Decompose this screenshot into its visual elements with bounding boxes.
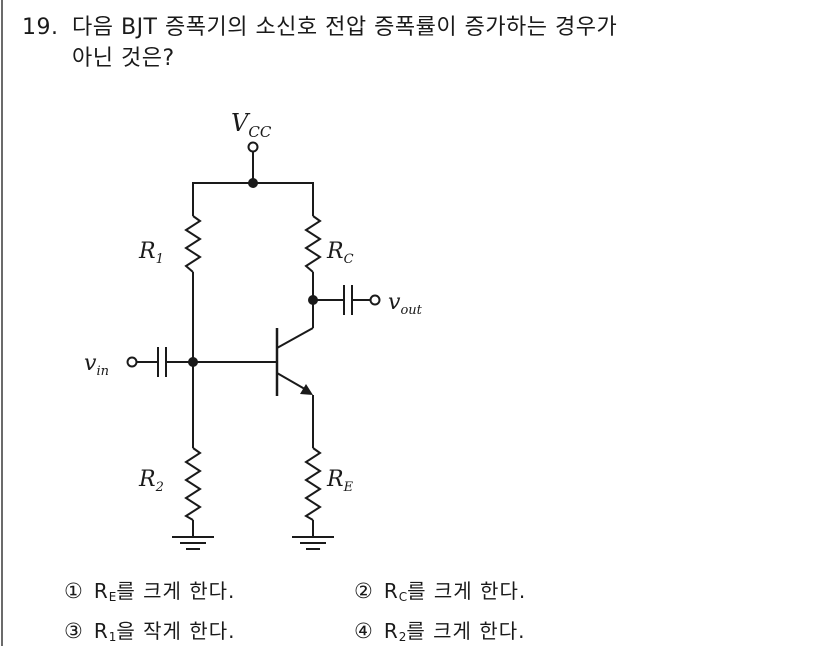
- rc-resistor: [304, 215, 322, 273]
- ground-symbol-right: [292, 536, 334, 550]
- option-1-mark: ①: [64, 579, 84, 603]
- re-resistor: [304, 447, 322, 521]
- option-4-mark: ④: [354, 619, 374, 643]
- ground-symbol-left: [172, 536, 214, 550]
- vout-terminal: [369, 294, 381, 306]
- question-line-1: 19. 다음 BJT 증폭기의 소신호 전압 증폭률이 증가하는 경우가: [22, 12, 617, 43]
- page-left-border: [1, 0, 3, 646]
- option-3-mark: ③: [64, 619, 84, 643]
- option-2-mark: ②: [354, 579, 374, 603]
- question-block: 19. 다음 BJT 증폭기의 소신호 전압 증폭률이 증가하는 경우가 아닌 것…: [22, 12, 617, 74]
- re-label: RE: [326, 467, 354, 495]
- question-text-line2: 아닌 것은?: [72, 46, 175, 71]
- vin-terminal: [126, 356, 138, 368]
- r2-resistor: [184, 447, 202, 521]
- vin-label: vin: [84, 351, 109, 379]
- vout-label: vout: [388, 290, 423, 318]
- vcc-label: VCC: [231, 109, 272, 141]
- question-text-line1: 다음 BJT 증폭기의 소신호 전압 증폭률이 증가하는 경우가: [72, 15, 618, 40]
- vcc-terminal: [247, 141, 259, 188]
- top-rail-wire: [192, 182, 314, 216]
- rc-label: RC: [326, 239, 354, 267]
- output-coupling-capacitor: [343, 285, 353, 315]
- r2-label: R2: [138, 467, 164, 495]
- question-number: 19.: [22, 15, 59, 40]
- input-coupling-capacitor: [157, 347, 167, 377]
- r1-resistor: [184, 215, 202, 273]
- npn-transistor: [275, 327, 314, 448]
- r1-label: R1: [138, 239, 164, 267]
